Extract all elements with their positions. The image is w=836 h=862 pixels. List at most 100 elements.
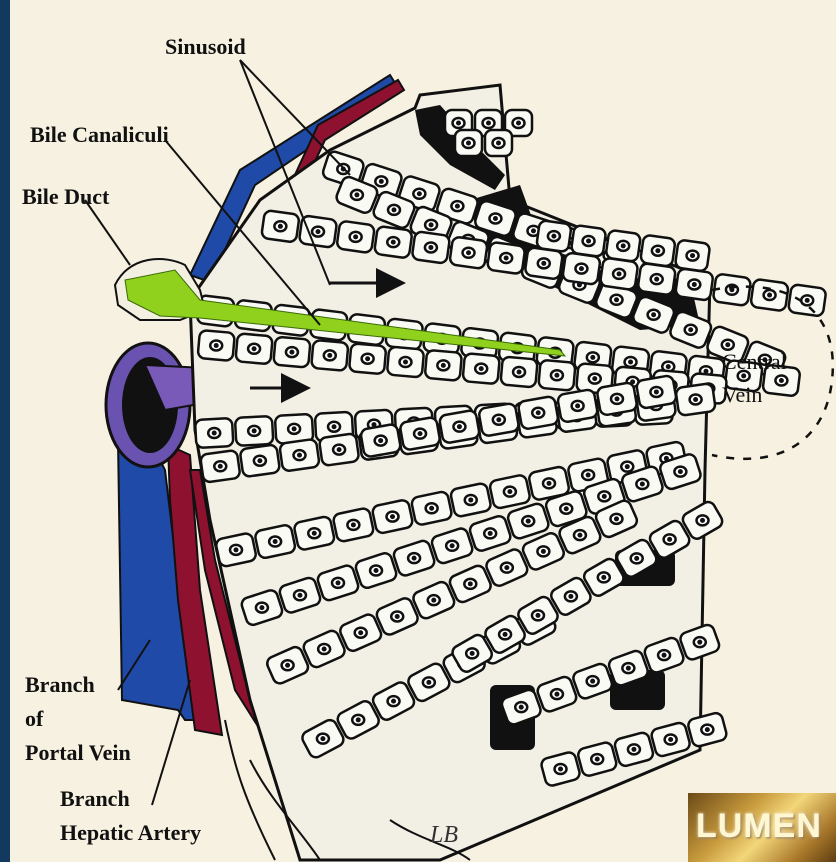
hepatocyte-nucleolus (614, 516, 619, 521)
label-bile-duct: Bile Duct (22, 180, 109, 214)
hepatocyte-nucleolus (403, 360, 408, 365)
hepatocyte-nucleolus (628, 359, 633, 364)
hepatocyte-nucleolus (668, 737, 673, 742)
hepatocyte-nucleolus (429, 506, 434, 511)
hepatocyte-nucleolus (285, 663, 290, 668)
label-bile-canaliculi: Bile Canaliculi (30, 118, 169, 152)
hepatocyte-nucleolus (218, 464, 223, 469)
hepatocyte-nucleolus (297, 453, 302, 458)
hepatocyte-nucleolus (592, 376, 597, 381)
hepatocyte-nucleolus (577, 533, 582, 538)
hepatocyte-nucleolus (431, 598, 436, 603)
hepatocyte-nucleolus (614, 297, 619, 302)
hepatocyte-nucleolus (289, 350, 294, 355)
hepatocyte-nucleolus (259, 605, 264, 610)
label-central-vein-line1: Central (722, 345, 787, 379)
hepatocyte-nucleolus (496, 141, 501, 146)
hepatocyte-nucleolus (390, 514, 395, 519)
hepatocyte-nucleolus (337, 447, 342, 452)
hepatocyte-nucleolus (391, 699, 396, 704)
hepatocyte-nucleolus (568, 594, 573, 599)
hepatocyte-nucleolus (297, 593, 302, 598)
hepatocyte-nucleolus (426, 680, 431, 685)
hepatocyte-nucleolus (486, 121, 491, 126)
hepatocyte-nucleolus (541, 261, 546, 266)
hepatocyte-nucleolus (666, 364, 671, 369)
hepatocyte-nucleolus (700, 518, 705, 523)
label-portal-vein-line2: of (25, 702, 43, 736)
hepatocyte-nucleolus (353, 234, 358, 239)
hepatocyte-nucleolus (252, 428, 257, 433)
hepatocyte-nucleolus (292, 426, 297, 431)
hepatocyte-nucleolus (466, 250, 471, 255)
hepatocyte-nucleolus (626, 666, 631, 671)
hepatocyte-nucleolus (640, 481, 645, 486)
lumen-logo: LUMEN (688, 793, 836, 862)
hepatocyte-nucleolus (805, 298, 810, 303)
hepatocyte-nucleolus (336, 580, 341, 585)
hepatocyte-nucleolus (322, 646, 327, 651)
hepatocyte-nucleolus (547, 481, 552, 486)
hepatocyte-nucleolus (697, 640, 702, 645)
hepatocyte-nucleolus (468, 581, 473, 586)
hepatocyte-nucleolus (655, 248, 660, 253)
label-sinusoid: Sinusoid (165, 30, 246, 64)
hepatocyte-nucleolus (488, 531, 493, 536)
hepatocyte-nucleolus (651, 312, 656, 317)
hepatocyte-nucleolus (412, 556, 417, 561)
hepatocyte-nucleolus (586, 472, 591, 477)
hepatocyte-nucleolus (564, 506, 569, 511)
hepatocyte-nucleolus (456, 121, 461, 126)
hepatocyte-nucleolus (617, 271, 622, 276)
hepatocyte-nucleolus (519, 705, 524, 710)
hepatocyte-nucleolus (554, 373, 559, 378)
hepatocyte-nucleolus (391, 240, 396, 245)
hepatocyte-nucleolus (575, 403, 580, 408)
hepatocyte-nucleolus (654, 277, 659, 282)
hepatocyte-nucleolus (688, 327, 693, 332)
hepatocyte-nucleolus (312, 531, 317, 536)
hepatocyte-nucleolus (690, 253, 695, 258)
hepatocyte-nucleolus (654, 389, 659, 394)
hepatocyte-nucleolus (634, 556, 639, 561)
hepatocyte-nucleolus (273, 539, 278, 544)
hepatocyte-nucleolus (554, 692, 559, 697)
hepatocyte-nucleolus (332, 424, 337, 429)
hepatocyte-nucleolus (470, 651, 475, 656)
hepatocyte-nucleolus (601, 575, 606, 580)
hepatocyte-nucleolus (667, 537, 672, 542)
hepatocyte-nucleolus (615, 396, 620, 401)
hepatocyte-nucleolus (590, 355, 595, 360)
hepatocyte-nucleolus (351, 522, 356, 527)
label-portal-vein-line3: Portal Vein (25, 736, 131, 770)
hepatocyte-nucleolus (479, 366, 484, 371)
hepatocyte-nucleolus (257, 458, 262, 463)
hepatocyte-nucleolus (507, 489, 512, 494)
hepatocyte-nucleolus (503, 632, 508, 637)
hepatocyte-nucleolus (378, 438, 383, 443)
hepatocyte-nucleolus (602, 494, 607, 499)
hepatocyte-nucleolus (693, 397, 698, 402)
hepatocyte-nucleolus (320, 736, 325, 741)
hepatocyte-nucleolus (457, 424, 462, 429)
hepatocyte-nucleolus (516, 121, 521, 126)
hepatocyte-nucleolus (418, 431, 423, 436)
hepatocyte-nucleolus (586, 238, 591, 243)
hepatocyte-nucleolus (535, 613, 540, 618)
hepatocyte-nucleolus (252, 346, 257, 351)
hepatocyte-nucleolus (212, 431, 217, 436)
hepatocyte-nucleolus (678, 469, 683, 474)
label-central-vein-line2: Vein (722, 378, 762, 412)
hepatocyte-nucleolus (428, 245, 433, 250)
hepatocyte-nucleolus (468, 497, 473, 502)
hepatocyte-nucleolus (417, 191, 422, 196)
hepatocyte-nucleolus (558, 766, 563, 771)
label-hepatic-artery-line1: Branch (60, 782, 130, 816)
hepatocyte-nucleolus (631, 747, 636, 752)
logo-text: LUMEN (696, 807, 822, 846)
hepatocyte-nucleolus (358, 630, 363, 635)
hepatocyte-nucleolus (504, 565, 509, 570)
hepatocyte-nucleolus (450, 543, 455, 548)
hepatocyte-nucleolus (662, 653, 667, 658)
